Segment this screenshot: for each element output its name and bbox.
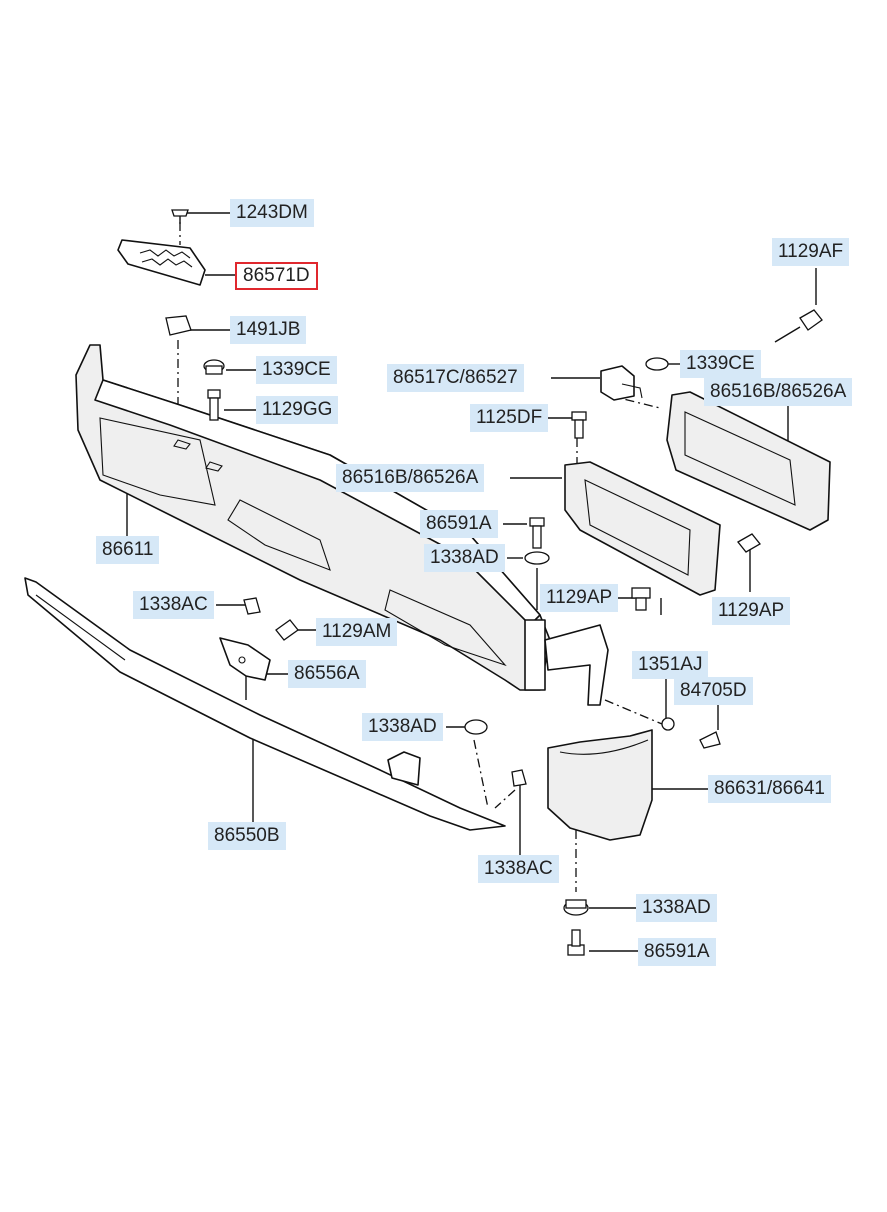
lower-spoiler-86550B — [24, 577, 506, 831]
label-1129AP-a[interactable]: 1129AP — [540, 584, 619, 612]
cover-86571D — [117, 239, 206, 286]
label-86611[interactable]: 86611 — [96, 536, 160, 564]
label-86556A[interactable]: 86556A — [288, 660, 366, 688]
label-1339CE-b[interactable]: 1339CE — [680, 350, 761, 378]
label-1129GG[interactable]: 1129GG — [256, 396, 339, 424]
fasteners — [165, 209, 823, 956]
label-1129AM[interactable]: 1129AM — [316, 618, 398, 646]
label-1351AJ[interactable]: 1351AJ — [632, 651, 709, 679]
label-86591A-b[interactable]: 86591A — [638, 938, 716, 966]
label-86591A-a[interactable]: 86591A — [420, 510, 498, 538]
bracket-86517C — [600, 365, 643, 401]
label-1129AP-b[interactable]: 1129AP — [712, 597, 791, 625]
label-1129AF[interactable]: 1129AF — [772, 238, 850, 266]
bracket-86556A — [219, 637, 271, 681]
label-1125DF[interactable]: 1125DF — [470, 404, 549, 432]
label-86550B[interactable]: 86550B — [208, 822, 286, 850]
leader-lines — [126, 212, 817, 952]
label-86631-86641[interactable]: 86631/86641 — [708, 775, 831, 803]
label-1338AD-a[interactable]: 1338AD — [424, 544, 505, 572]
label-84705D[interactable]: 84705D — [674, 677, 753, 705]
label-1243DM[interactable]: 1243DM — [230, 199, 314, 227]
label-86516B-86526A-lower[interactable]: 86516B/86526A — [336, 464, 485, 492]
label-1338AC-a[interactable]: 1338AC — [133, 591, 214, 619]
label-1338AD-b[interactable]: 1338AD — [362, 713, 443, 741]
label-86516B-86526A-upper[interactable]: 86516B/86526A — [704, 378, 853, 406]
side-cap-86631 — [547, 729, 653, 841]
bumper-beam-86611 — [75, 344, 609, 706]
bracket-86516B-upper — [666, 391, 831, 531]
label-86571D[interactable]: 86571D — [235, 262, 318, 290]
label-1338AD-c[interactable]: 1338AD — [636, 894, 717, 922]
label-1338AC-b[interactable]: 1338AC — [478, 855, 559, 883]
label-86517C-86527[interactable]: 86517C/86527 — [387, 364, 524, 392]
bracket-86516B-lower — [564, 461, 721, 596]
label-1491JB[interactable]: 1491JB — [230, 316, 307, 344]
label-1339CE-a[interactable]: 1339CE — [256, 356, 337, 384]
